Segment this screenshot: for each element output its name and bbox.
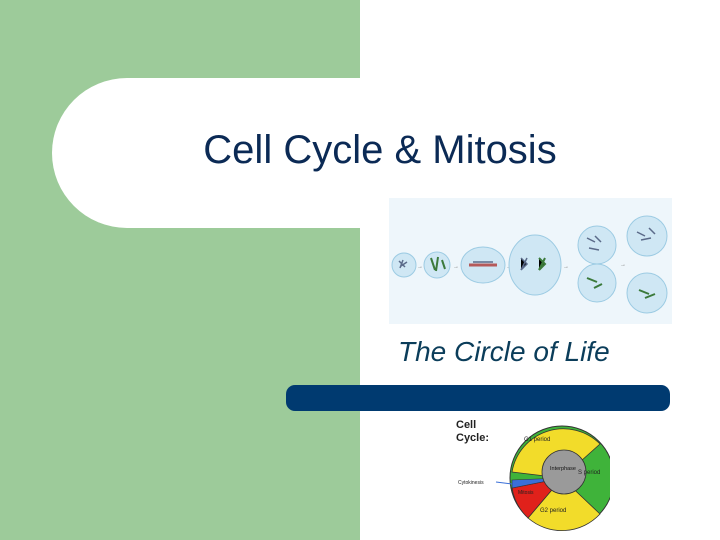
svg-text:→: → [417, 264, 423, 270]
cycle-heading-line1: Cell [456, 419, 476, 431]
cycle-label-cytokinesis: Cytokinesis [458, 480, 484, 486]
svg-text:→: → [563, 264, 569, 270]
cycle-label-g1: G1 period [524, 437, 550, 443]
accent-bar [286, 385, 670, 411]
cycle-label-interphase: Interphase [550, 466, 576, 472]
mitosis-stages-image: → → → → → [389, 198, 672, 324]
cell-cycle-diagram: Cell Cycle: G1 period Interphase S perio… [450, 414, 610, 540]
cycle-heading-line2: Cycle: [456, 432, 489, 444]
slide-title: Cell Cycle & Mitosis [203, 128, 557, 172]
svg-text:→: → [620, 262, 626, 268]
cycle-label-g2: G2 period [540, 508, 566, 514]
cycle-label-s: S period [578, 470, 600, 476]
svg-text:→: → [453, 264, 459, 270]
slide-subtitle: The Circle of Life [398, 336, 610, 367]
cycle-label-mitosis: Mitosis [518, 490, 534, 496]
